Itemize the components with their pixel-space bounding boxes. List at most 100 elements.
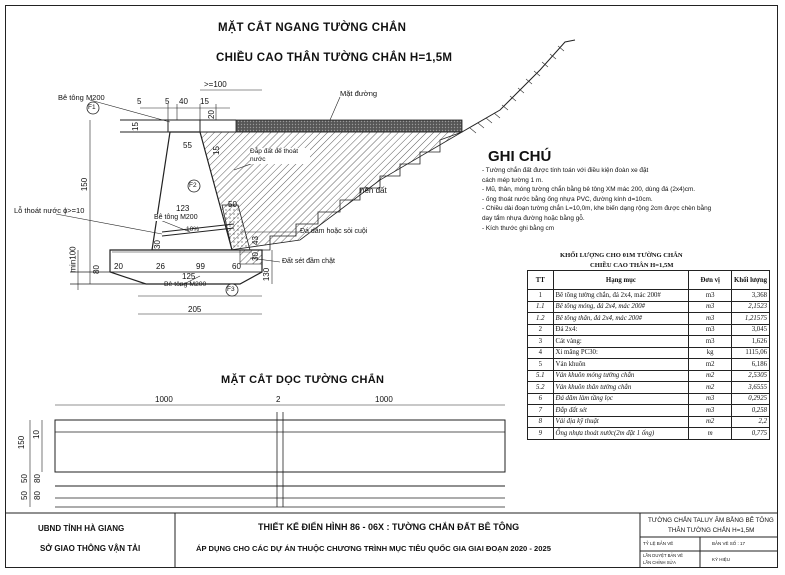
cell-unit: m3	[688, 323, 733, 336]
cell-unit: m3	[688, 300, 733, 313]
cell-tt: 1.2	[527, 312, 554, 325]
long-section-title: MẶT CẮT DỌC TƯỜNG CHẮN	[221, 374, 385, 386]
col-header-qty: Khối lượng	[731, 270, 770, 290]
dim-left-80: 80	[91, 265, 101, 274]
cell-item: Ống nhựa thoát nước(2m đặt 1 ống)	[552, 427, 690, 440]
approval-label: LẦN DUYỆT BẢN VẼ	[643, 553, 683, 558]
cell-item: Cát vàng:	[552, 335, 690, 348]
title-block	[5, 512, 778, 568]
scale-label: TỶ LỆ BẢN VẼ	[643, 541, 674, 546]
note-line: - Kích thước ghi bằng cm	[482, 224, 555, 232]
cell-qty: 3,6555	[731, 381, 770, 394]
dim-15-side: 15	[211, 146, 221, 155]
drawing-name-2: THÂN TƯỜNG CHẮN H=1,5M	[668, 527, 755, 534]
road-surface	[235, 119, 463, 133]
note-line: - ống thoát nước bằng ống nhựa PVC, đườn…	[482, 195, 653, 203]
cell-qty: 2,2	[731, 415, 770, 428]
cell-qty: 0,258	[731, 404, 770, 417]
dim-left-150: 150	[80, 177, 90, 192]
note-line: - Mũ, thân, móng tường chắn bằng bê tông…	[482, 186, 696, 194]
dim-ls-10: 10	[31, 430, 41, 439]
cell-tt: 5.2	[527, 381, 554, 394]
cell-unit: m3	[688, 392, 733, 405]
note-line: - Tường chắn đất được tính toán với điều…	[482, 167, 649, 174]
dim-ls-80: 80	[32, 474, 42, 483]
dim-ls-1000b: 1000	[375, 395, 393, 404]
note-line: day tẩm nhựa đường hoặc bằng gỗ.	[482, 214, 585, 222]
label-concrete-mid: Bê tông M200	[154, 214, 198, 221]
cell-unit: m	[688, 427, 733, 440]
label-road: Mặt đường	[340, 89, 378, 98]
label-clay: Đất sét đầm chặt	[282, 258, 335, 265]
cell-unit: kg	[688, 346, 733, 359]
label-ground: nền đất	[360, 186, 387, 195]
dim-ls-50b: 50	[19, 491, 29, 500]
cell-qty: 2,1523	[731, 300, 770, 313]
cell-item: Bê tông tường chắn, đá 2x4, mác 200#	[552, 289, 690, 302]
cell-item: Ván khuôn	[552, 358, 690, 371]
org-line-2: SỞ GIAO THÔNG VẬN TẢI	[40, 544, 141, 553]
cell-unit: m3	[688, 289, 733, 302]
cell-qty: 3,045	[731, 323, 770, 336]
sheet-label: BẢN VẼ SỐ : 17	[712, 541, 746, 546]
col-header-unit: Đơn vị	[688, 270, 733, 290]
notes-list: - Tường chắn đất được tính toán với điều…	[482, 166, 774, 233]
cell-qty: 1,21575	[731, 312, 770, 325]
dim-ge100: >=100	[204, 80, 227, 89]
label-concrete-bottom: Bê tông M200	[164, 281, 207, 288]
cell-tt: 9	[527, 427, 554, 440]
dim-ls-1000a: 1000	[155, 395, 173, 404]
label-gravel: Đá dăm hoặc sỏi cuội	[300, 228, 368, 235]
cell-item: Bê tông móng, đá 2x4, mác 200#	[552, 300, 690, 313]
wall-cap	[167, 119, 201, 133]
label-f3: F3	[227, 286, 235, 293]
cell-qty: 1,626	[731, 335, 770, 348]
note-line: cách mép tường 1 m.	[482, 176, 544, 184]
cell-item: Đá 2x4:	[552, 323, 690, 336]
dim-43: 43	[250, 236, 260, 245]
cell-unit: m3	[688, 312, 733, 325]
org-line-1: UBND TỈNH HÀ GIANG	[38, 524, 125, 533]
natural-ground-steps	[262, 131, 463, 251]
label-f1: F1	[88, 104, 96, 111]
cross-section-subtitle: CHIỀU CAO THÂN TƯỜNG CHẮN H=1,5M	[216, 52, 453, 64]
cell-tt: 5.1	[527, 369, 554, 382]
cell-qty: 0,775	[731, 427, 770, 440]
dim-60: 60	[232, 262, 241, 271]
dim-130: 130	[262, 267, 272, 282]
design-subtitle: ÁP DỤNG CHO CÁC DỰ ÁN THUỘC CHƯƠNG TRÌNH…	[196, 544, 551, 553]
note-line: - Chiều dài đoạn tường chắn L=10,0m, khe…	[482, 205, 712, 213]
cell-tt: 1	[527, 289, 554, 302]
cell-item: Ván khuôn thân tường chắn	[552, 381, 690, 394]
cross-section-title: MẶT CẮT NGANG TƯỜNG CHẮN	[218, 22, 407, 34]
qty-table-subtitle: CHIỀU CAO THÂN H=1,5M	[590, 262, 674, 269]
cell-unit: m2	[688, 415, 733, 428]
leader-lines	[55, 96, 341, 287]
col-header-tt: TT	[527, 270, 554, 290]
qty-table-title: KHỐI LƯỢNG CHO 01M TƯỜNG CHẮN	[560, 252, 683, 259]
dim-55: 55	[183, 141, 192, 150]
dim-top-5a: 5	[137, 97, 142, 106]
cell-tt: 2	[527, 323, 554, 336]
cell-qty: 1115,06	[731, 346, 770, 359]
dim-50: 50	[228, 200, 237, 209]
dim-99: 99	[196, 262, 205, 271]
dimension-lines	[77, 89, 273, 315]
label-concrete-top: Bê tông M200	[58, 93, 105, 102]
cell-tt: 5	[527, 358, 554, 371]
drawing-frame	[5, 5, 778, 568]
dim-30: 30	[152, 240, 162, 249]
dim-left-15: 15	[130, 122, 140, 131]
drawing-name-1: TƯỜNG CHẮN TALUY ÂM BẰNG BÊ TÔNG	[648, 517, 774, 524]
cell-unit: m2	[688, 381, 733, 394]
dim-205: 205	[188, 305, 202, 314]
long-section-diagram	[29, 404, 506, 508]
label-backfill: Đắp đất để thoát nước	[250, 148, 310, 164]
